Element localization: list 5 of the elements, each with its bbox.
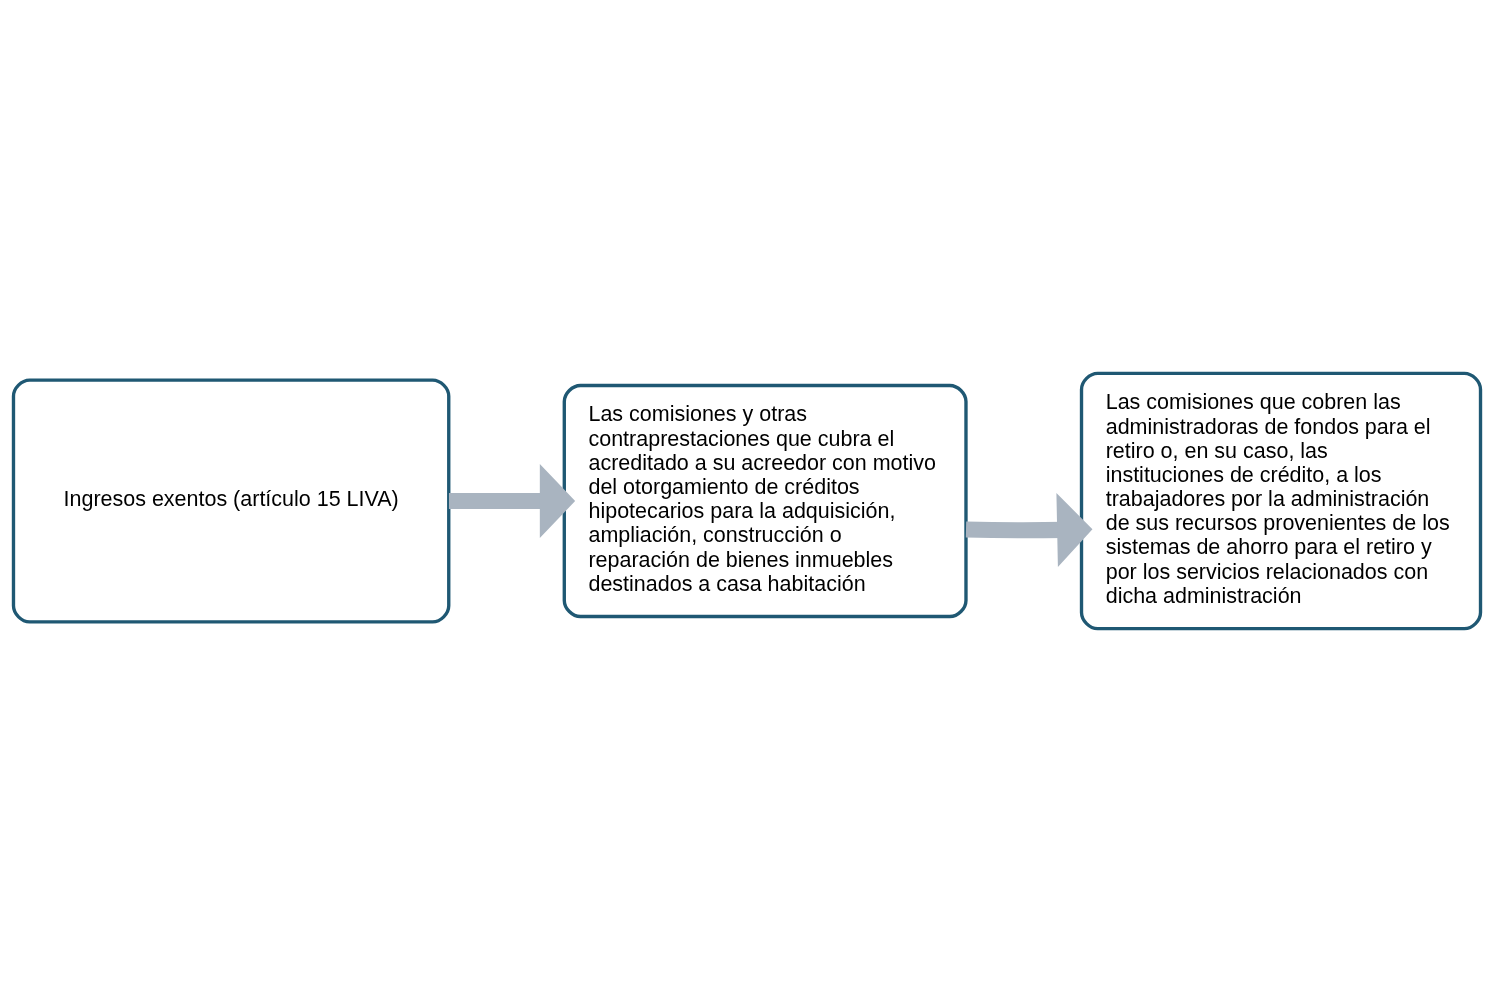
node-box: Ingresos exentos (artículo 15 LIVA) (11, 377, 451, 624)
arrow (448, 463, 576, 538)
arrow (965, 492, 1093, 567)
node-box: Las comisiones y otras contraprestaciones que cubra el acreditado a su acreedor con motivo del otorgamiento de créditos hipotecarios para la adquisición, ampliación, construcción o reparación de bienes inmuebles destinados a casa habitación (562, 383, 968, 618)
node-box: Las comisiones que cobren las administradoras de fondos para el retiro o, en su caso, las instituciones de crédito, a los trabajadores por la administración de sus recursos provenientes de los sistemas de ahorro para el retiro y por los servicios relacionados con dicha administración (1079, 371, 1483, 630)
